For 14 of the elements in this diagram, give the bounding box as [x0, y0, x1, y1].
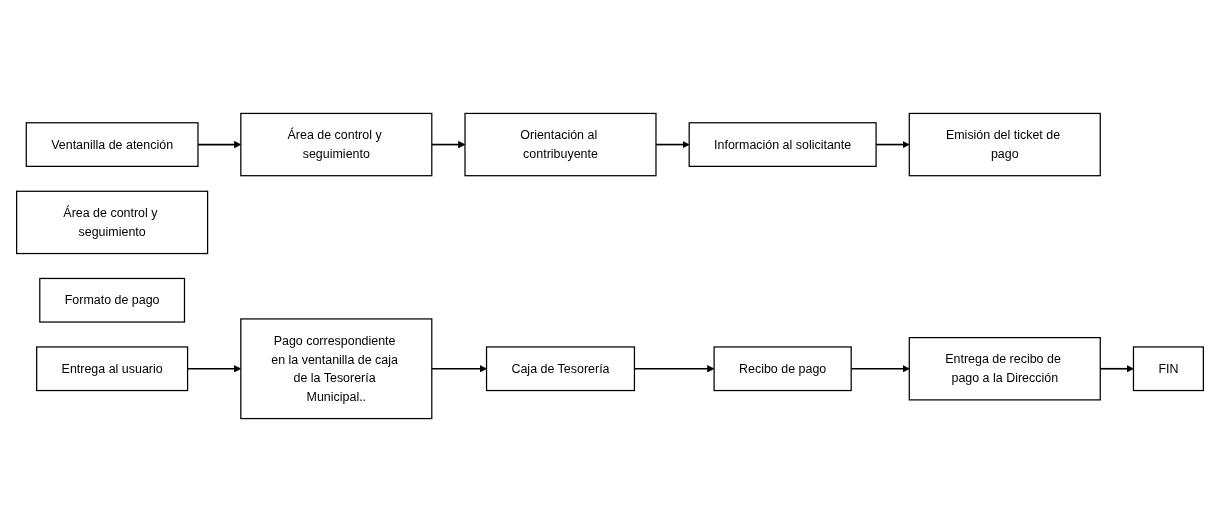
arrow [655, 140, 690, 148]
node-box: Información al solicitante [688, 121, 877, 167]
node-box: Pago correspondiente en la ventanilla de caja de la Tesorería Municipal.. [240, 317, 433, 419]
node-box: Área de control y seguimiento [240, 112, 433, 176]
node-box: FIN [1132, 345, 1204, 391]
node-box: Formato de pago [39, 277, 186, 323]
node-box: Entrega de recibo de pago a la Dirección [908, 336, 1101, 400]
node-box: Ventanilla de atención [25, 121, 199, 167]
node-box: Orientación al contribuyente [464, 112, 657, 176]
node-box: Área de control y seguimiento [16, 190, 209, 254]
node-box: Caja de Tesorería [485, 345, 636, 391]
node-box: Recibo de pago [713, 345, 852, 391]
node-box: Emisión del ticket de pago [908, 112, 1101, 176]
node-box: Entrega al usuario [36, 345, 189, 391]
